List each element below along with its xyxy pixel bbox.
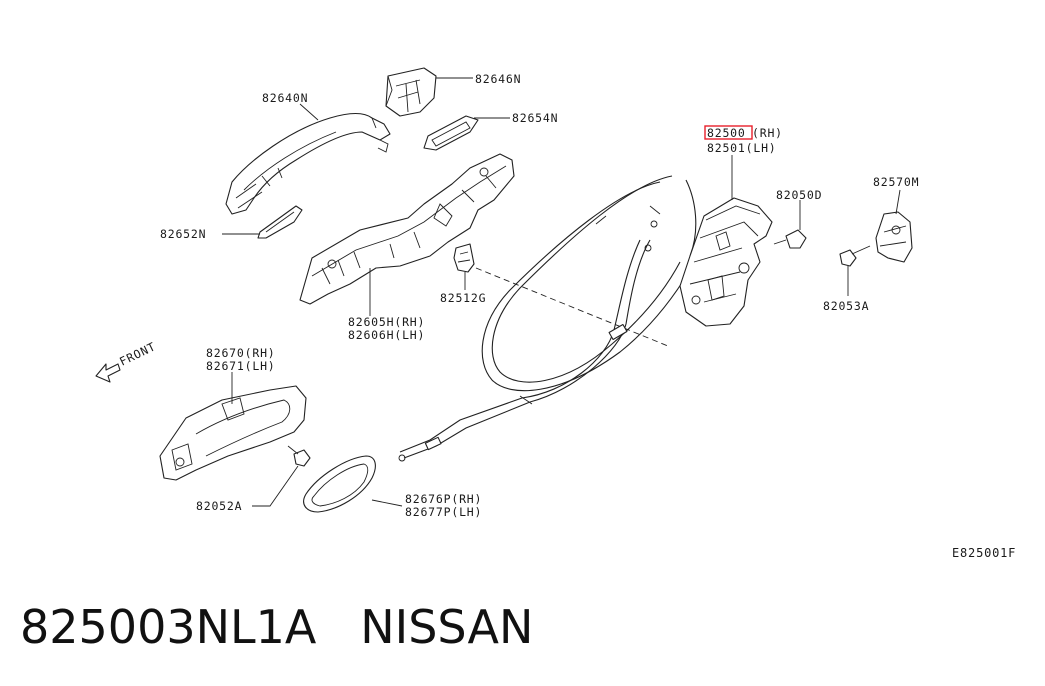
part-82640N-outer-handle [225,112,391,215]
part-82570M-striker [875,211,913,263]
label-82640N: 82640N [262,91,308,105]
leader-82640N [299,103,319,121]
leader-82570M [895,189,901,215]
leader-82052A [252,465,299,507]
footer-part-number: 825003NL1A [20,600,317,654]
footer-brand: NISSAN [360,600,534,654]
part-82500-door-lock [679,197,773,327]
label-82050D: 82050D [776,188,822,202]
label-82646N: 82646N [475,72,521,86]
label-82652N: 82652N [160,227,206,241]
leader-82676P [371,499,403,507]
front-direction-arrow [95,363,121,383]
part-82676P-escutcheon [303,455,376,513]
dashed-alignment-line [475,267,669,347]
diagram-reference-code: E825001F [952,546,1016,560]
label-82670: 82670(RH) [206,346,276,360]
label-82053A: 82053A [823,299,869,313]
label-front: FRONT [117,339,158,369]
label-82676P: 82676P(RH) [405,492,482,506]
label-82605H: 82605H(RH) [348,315,425,329]
part-82053A-screw [839,245,871,267]
label-82500: 82500 [707,126,746,140]
part-82052A-screw [287,445,311,467]
part-82512G-clip [453,243,475,273]
label-82654N: 82654N [512,111,558,125]
label-82570M: 82570M [873,175,919,189]
label-82500-rh: (RH) [752,126,783,140]
cable-assembly [398,175,697,462]
label-82501: 82501(LH) [707,141,777,155]
label-82512G: 82512G [440,291,486,305]
part-82670-inside-handle [159,385,307,481]
footer-caption: 825003NL1A NISSAN [20,600,533,654]
highlight-box-82500 [704,125,753,140]
label-82677P: 82677P(LH) [405,505,482,519]
part-82654N-gasket [423,115,479,151]
part-82652N-gasket [257,205,303,239]
label-82606H: 82606H(LH) [348,328,425,342]
part-82646N-handle-cap [385,67,437,117]
part-82050D-screw [773,229,807,249]
label-82052A: 82052A [196,499,242,513]
part-82605H-handle-bracket [299,153,515,305]
label-82671: 82671(LH) [206,359,276,373]
